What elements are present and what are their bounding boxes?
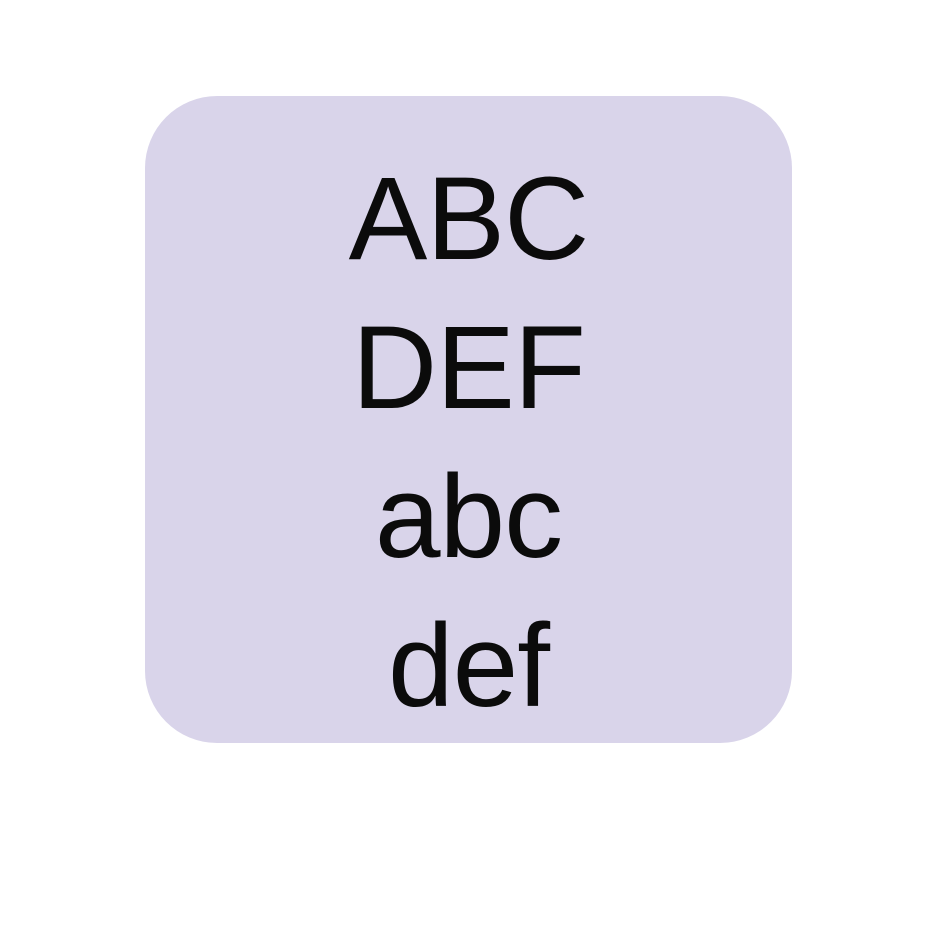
text-line-2: DEF <box>352 302 586 434</box>
text-line-4: def <box>387 600 550 732</box>
text-line-1: ABC <box>348 153 590 285</box>
text-line-3: abc <box>374 451 563 583</box>
text-stack: ABC DEF abc def <box>145 145 792 741</box>
text-card: ABC DEF abc def <box>145 96 792 743</box>
